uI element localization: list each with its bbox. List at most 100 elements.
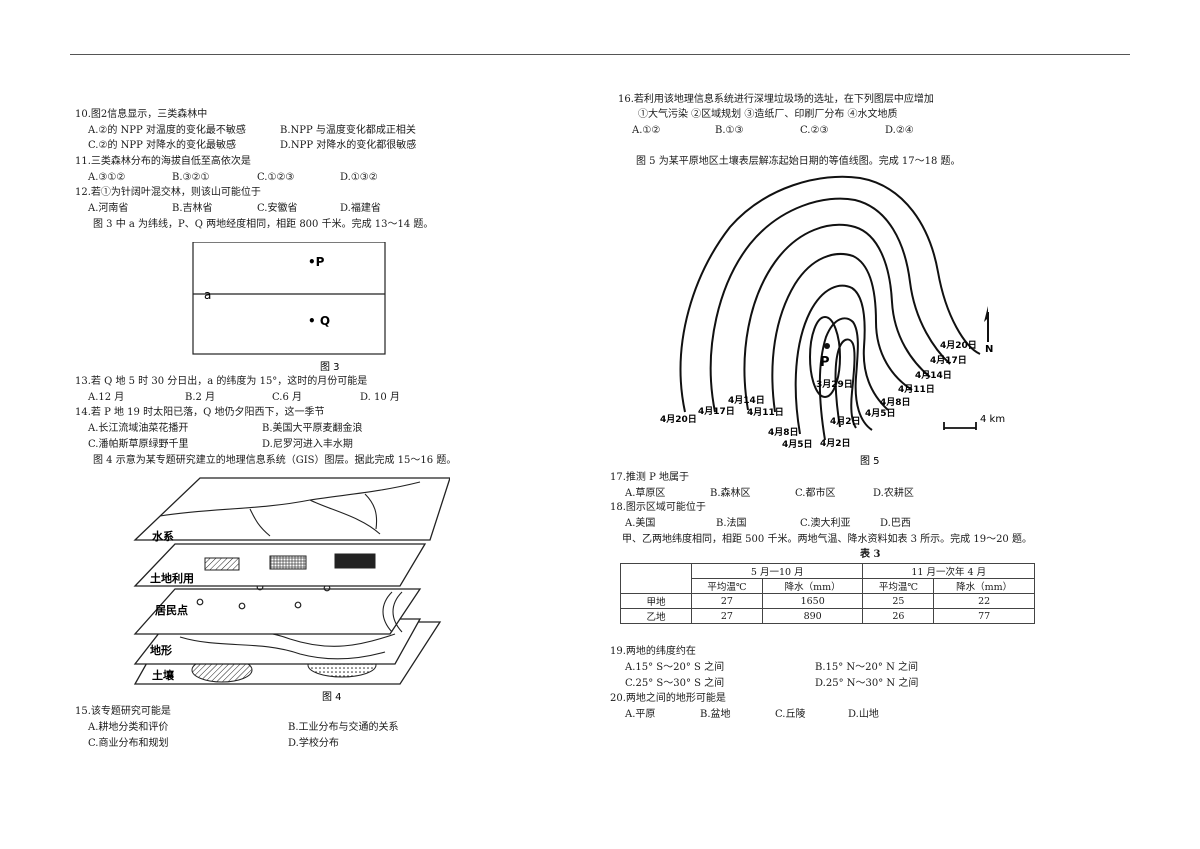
label-right-apr11: 4月11日	[898, 384, 935, 395]
label-p: •P	[308, 255, 325, 269]
table-sub-temp-1: 平均温℃	[691, 578, 763, 594]
layer-settlements: 居民点	[133, 583, 422, 635]
q10-option-b: B.NPP 与温度变化都成正相关	[280, 125, 416, 136]
q12-option-c: C.安徽省	[257, 203, 298, 214]
q18-option-c: C.澳大利亚	[800, 518, 851, 529]
q17-option-a: A.草原区	[625, 488, 666, 499]
q15-option-b: B.工业分布与交通的关系	[288, 722, 399, 733]
table-sub-precip-2: 降水（mm）	[933, 578, 1035, 594]
label-right-apr14: 4月14日	[915, 370, 952, 381]
layer-label-soil: 土壤	[152, 668, 175, 682]
q12-stem: 12.若①为针阔叶混交林，则该山可能位于	[75, 187, 261, 198]
q20-option-a: A.平原	[625, 709, 656, 720]
figure-5-caption: 图 5	[860, 455, 880, 467]
q13-stem: 13.若 Q 地 5 时 30 分日出，a 的纬度为 15°，这时的月份可能是	[75, 376, 368, 387]
figure-3: a •P • Q 图 3	[192, 242, 386, 372]
q16-option-c: C.②③	[800, 125, 829, 136]
q18-option-b: B.法国	[716, 518, 747, 529]
q16-option-b: B.①③	[715, 125, 744, 136]
label-a: a	[204, 288, 211, 302]
q13-option-c: C.6 月	[272, 392, 303, 403]
table-cell: 25	[862, 593, 935, 609]
layer-label-terrain: 地形	[150, 643, 172, 657]
label-q: • Q	[308, 314, 330, 328]
isoline-labels: 4月20日 4月17日 4月14日 4月11日 4月8日 4月5日 4月2日 4…	[660, 340, 977, 450]
q18-option-a: A.美国	[625, 518, 656, 529]
layer-label-settlements: 居民点	[155, 603, 188, 617]
q15-stem: 15.该专题研究可能是	[75, 706, 171, 717]
table-cell: 890	[761, 608, 864, 624]
table-cell: 22	[933, 593, 1035, 609]
layer-label-water: 水系	[152, 529, 174, 543]
q17-option-d: D.农耕区	[873, 488, 914, 499]
q17-stem: 17.推测 P 地属于	[610, 472, 689, 483]
q14-option-b: B.美国大平原麦翻金浪	[262, 423, 363, 434]
q10-option-a: A.②的 NPP 对温度的变化最不敏感	[88, 125, 246, 136]
table-cell: 27	[691, 593, 763, 609]
q17-option-c: C.都市区	[795, 488, 836, 499]
q16-stem: 16.若利用该地理信息系统进行深埋垃圾场的选址，在下列图层中应增加	[618, 94, 934, 105]
q11-option-d: D.①③②	[340, 172, 378, 183]
layer-land-use: 土地利用	[133, 543, 427, 587]
q14-option-d: D.尼罗河进入丰水期	[262, 439, 353, 450]
label-left-apr14: 4月14日	[728, 395, 765, 406]
q16-option-d: D.②④	[885, 125, 914, 136]
q17-option-b: B.森林区	[710, 488, 751, 499]
table-cell: 77	[933, 608, 1035, 624]
scale-label: 4 km	[980, 414, 1005, 425]
isolines	[679, 175, 981, 441]
layer-water-system: 水系	[133, 477, 450, 543]
label-right-apr5: 4月5日	[865, 408, 896, 419]
q14-option-a: A.长江流域油菜花播开	[88, 423, 189, 434]
north-label: N	[985, 344, 993, 355]
figure-3-frame	[192, 242, 386, 355]
q14-stem: 14.若 P 地 19 时太阳已落，Q 地仍夕阳西下，这一季节	[75, 407, 325, 418]
intro-15-16: 图 4 示意为某专题研究建立的地理信息系统（GIS）图层。据此完成 15～16 …	[93, 455, 457, 466]
label-left-apr20: 4月20日	[660, 414, 697, 425]
label-left-apr8: 4月8日	[768, 427, 799, 438]
label-left-apr5: 4月5日	[782, 439, 813, 450]
q15-option-d: D.学校分布	[288, 738, 339, 749]
climate-table: 5 月一10 月 11 月一次年 4 月 平均温℃ 降水（mm） 平均温℃ 降水…	[620, 563, 1035, 624]
center-date-label: 3月29日	[816, 379, 853, 390]
north-arrow: N	[984, 306, 993, 355]
label-right-apr2: 4月2日	[830, 416, 861, 427]
q12-option-b: B.吉林省	[172, 203, 213, 214]
label-left-apr17: 4月17日	[698, 406, 735, 417]
label-left-apr11: 4月11日	[747, 407, 784, 418]
table-cell: 26	[862, 608, 935, 624]
table-row-name: 甲地	[620, 593, 692, 609]
q18-option-d: D.巴西	[880, 518, 911, 529]
q13-option-b: B.2 月	[185, 392, 216, 403]
q13-option-d: D. 10 月	[360, 392, 400, 403]
label-right-apr8: 4月8日	[880, 397, 911, 408]
figure-5: P 3月29日 4月20日 4月17日 4月14日 4月11日 4月8日 4月5…	[660, 175, 1005, 467]
table-sub-temp-2: 平均温℃	[862, 578, 935, 594]
q10-option-c: C.②的 NPP 对降水的变化最敏感	[88, 140, 237, 151]
label-right-apr20: 4月20日	[940, 340, 977, 351]
layer-label-land-use: 土地利用	[150, 571, 194, 585]
q16-option-a: A.①②	[632, 125, 661, 136]
q19-option-d: D.25° N～30° N 之间	[815, 678, 919, 689]
q10-stem: 10.图2信息显示，三类森林中	[75, 109, 208, 120]
intro-13-14: 图 3 中 a 为纬线，P、Q 两地经度相同，相距 800 千米。完成 13～1…	[93, 219, 434, 230]
table-cell: 1650	[761, 593, 864, 609]
table-header-row: 5 月一10 月 11 月一次年 4 月	[620, 563, 1035, 594]
table-cell: 27	[691, 608, 763, 624]
q15-option-c: C.商业分布和规划	[88, 738, 169, 749]
q11-option-b: B.③②①	[172, 172, 210, 183]
label-left-apr2: 4月2日	[820, 438, 851, 449]
q16-choices: ①大气污染 ②区域规划 ③造纸厂、印刷厂分布 ④水文地质	[638, 109, 898, 120]
header-rule	[70, 54, 1130, 55]
intro-17-18: 图 5 为某平原地区土壤表层解冻起始日期的等值线图。完成 17～18 题。	[636, 156, 961, 167]
q18-stem: 18.图示区域可能位于	[610, 502, 706, 513]
q19-option-b: B.15° N～20° N 之间	[815, 662, 919, 673]
q11-stem: 11.三类森林分布的海拔自低至高依次是	[75, 156, 251, 167]
q19-option-c: C.25° S～30° S 之间	[625, 678, 725, 689]
table-period-2: 11 月一次年 4 月	[862, 563, 1035, 579]
q19-stem: 19.两地的纬度约在	[610, 646, 696, 657]
q11-option-a: A.③①②	[88, 172, 126, 183]
point-p-marker	[824, 343, 830, 349]
figure-4: 土壤 地形 居民点 土地利用 水系 图 4	[133, 477, 450, 703]
intro-19-20: 甲、乙两地纬度相同，相距 500 千米。两地气温、降水资料如表 3 所示。完成 …	[622, 534, 1032, 545]
